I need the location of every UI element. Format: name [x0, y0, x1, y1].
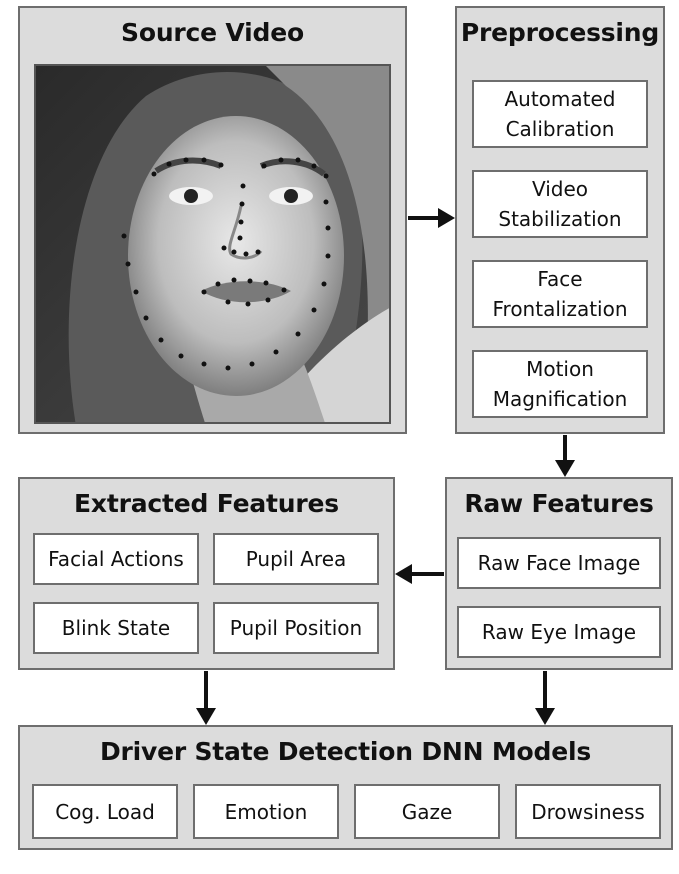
box-line: Video	[531, 177, 589, 201]
model-emotion: Emotion	[193, 784, 339, 839]
box-line: Frontalization	[492, 297, 628, 321]
extracted-feature-blink-state: Blink State	[33, 602, 199, 654]
box-line: Magnification	[492, 387, 628, 411]
box-line: Automated	[504, 87, 616, 111]
source-video-image	[34, 64, 391, 424]
raw-features-title: Raw Features	[464, 489, 654, 518]
box-line: Calibration	[505, 117, 615, 141]
raw-features-panel: Raw Features Raw Face Image Raw Eye Imag…	[445, 477, 673, 670]
driver-face-image	[36, 66, 389, 422]
box-line: Motion	[526, 357, 594, 381]
extracted-feature-facial-actions: Facial Actions	[33, 533, 199, 585]
source-video-panel: Source Video	[18, 6, 407, 434]
box-line: Face	[537, 267, 583, 291]
model-gaze: Gaze	[354, 784, 500, 839]
extracted-features-title: Extracted Features	[74, 489, 339, 518]
raw-feature-eye-image: Raw Eye Image	[457, 606, 661, 658]
arrowhead-source-to-preprocessing	[438, 208, 455, 228]
arrowhead-raw-to-extracted	[395, 564, 412, 584]
arrowhead-preprocessing-to-raw	[555, 460, 575, 477]
arrowhead-extracted-to-models	[196, 708, 216, 725]
box-line: Stabilization	[498, 207, 622, 231]
extracted-feature-pupil-area: Pupil Area	[213, 533, 379, 585]
dnn-models-panel: Driver State Detection DNN Models Cog. L…	[18, 725, 673, 850]
extracted-feature-pupil-position: Pupil Position	[213, 602, 379, 654]
model-cog-load: Cog. Load	[32, 784, 178, 839]
model-drowsiness: Drowsiness	[515, 784, 661, 839]
dnn-models-title: Driver State Detection DNN Models	[99, 737, 592, 766]
raw-feature-face-image: Raw Face Image	[457, 537, 661, 589]
extracted-features-panel: Extracted Features Facial Actions Pupil …	[18, 477, 395, 670]
arrowhead-raw-to-models	[535, 708, 555, 725]
source-video-title: Source Video	[121, 18, 304, 47]
preprocessing-title: Preprocessing	[460, 18, 660, 47]
